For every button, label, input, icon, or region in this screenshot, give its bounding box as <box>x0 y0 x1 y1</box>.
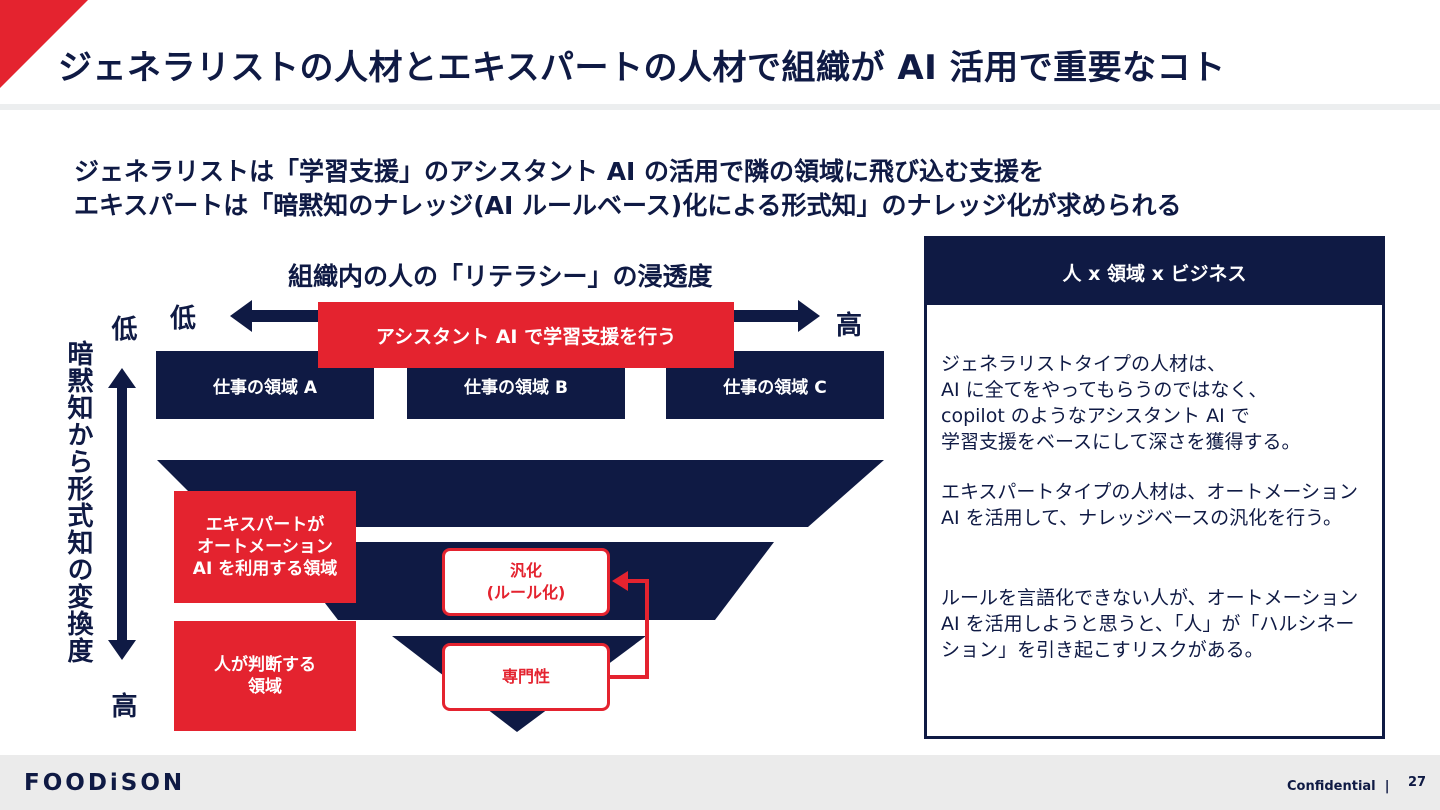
footer-bar <box>0 755 1440 810</box>
high-label-horizontal: 高 <box>836 311 863 341</box>
high-label-vertical: 高 <box>107 692 137 718</box>
connector-arrowhead <box>612 571 628 591</box>
specialty-box: 専門性 <box>442 643 610 711</box>
generalize-box: 汎化 (ルール化) <box>442 548 610 616</box>
panel-paragraph-expert: エキスパートタイプの人材は、オートメーション AI を活用して、ナレッジベースの… <box>941 481 1359 529</box>
assistant-ai-banner: アシスタント AI で学習支援を行う <box>318 302 734 368</box>
subtitle-line-1: ジェネラリストは「学習支援」のアシスタント AI の活用で隣の領域に飛び込む支援… <box>74 157 1045 186</box>
company-logo: FOODiSON <box>24 770 186 796</box>
human-judgment-box: 人が判断する 領域 <box>174 621 356 731</box>
vertical-axis-label: 暗黙知から形式知の変換度 <box>63 340 93 664</box>
page-number: 27 <box>1408 775 1427 790</box>
panel-paragraph-risk: ルールを言語化できない人が、オートメーション AI を活用しようと思うと、「人」… <box>941 587 1359 661</box>
summary-panel: 人 x 領域 x ビジネス ジェネラリストタイプの人材は、 AI に全てをやって… <box>924 236 1385 739</box>
title-divider <box>0 104 1440 110</box>
low-label-vertical: 低 <box>107 315 137 341</box>
subtitle-line-2: エキスパートは「暗黙知のナレッジ(AI ルールベース)化による形式知」のナレッジ… <box>74 191 1182 220</box>
expert-automation-box: エキスパートが オートメーション AI を利用する領域 <box>174 491 356 603</box>
confidential-label: Confidential | <box>1287 779 1390 794</box>
vertical-arrow <box>108 368 136 660</box>
panel-paragraph-generalist: ジェネラリストタイプの人材は、 AI に全てをやってもらうのではなく、 copi… <box>941 353 1301 453</box>
diagram-title: 組織内の人の「リテラシー」の浸透度 <box>288 262 713 291</box>
slide-title: ジェネラリストの人材とエキスパートの人材で組織が AI 活用で重要なコト <box>58 48 1226 88</box>
panel-header: 人 x 領域 x ビジネス <box>927 239 1382 305</box>
generalize-connector <box>610 579 649 679</box>
corner-accent <box>0 0 88 88</box>
low-label-horizontal: 低 <box>170 304 197 334</box>
